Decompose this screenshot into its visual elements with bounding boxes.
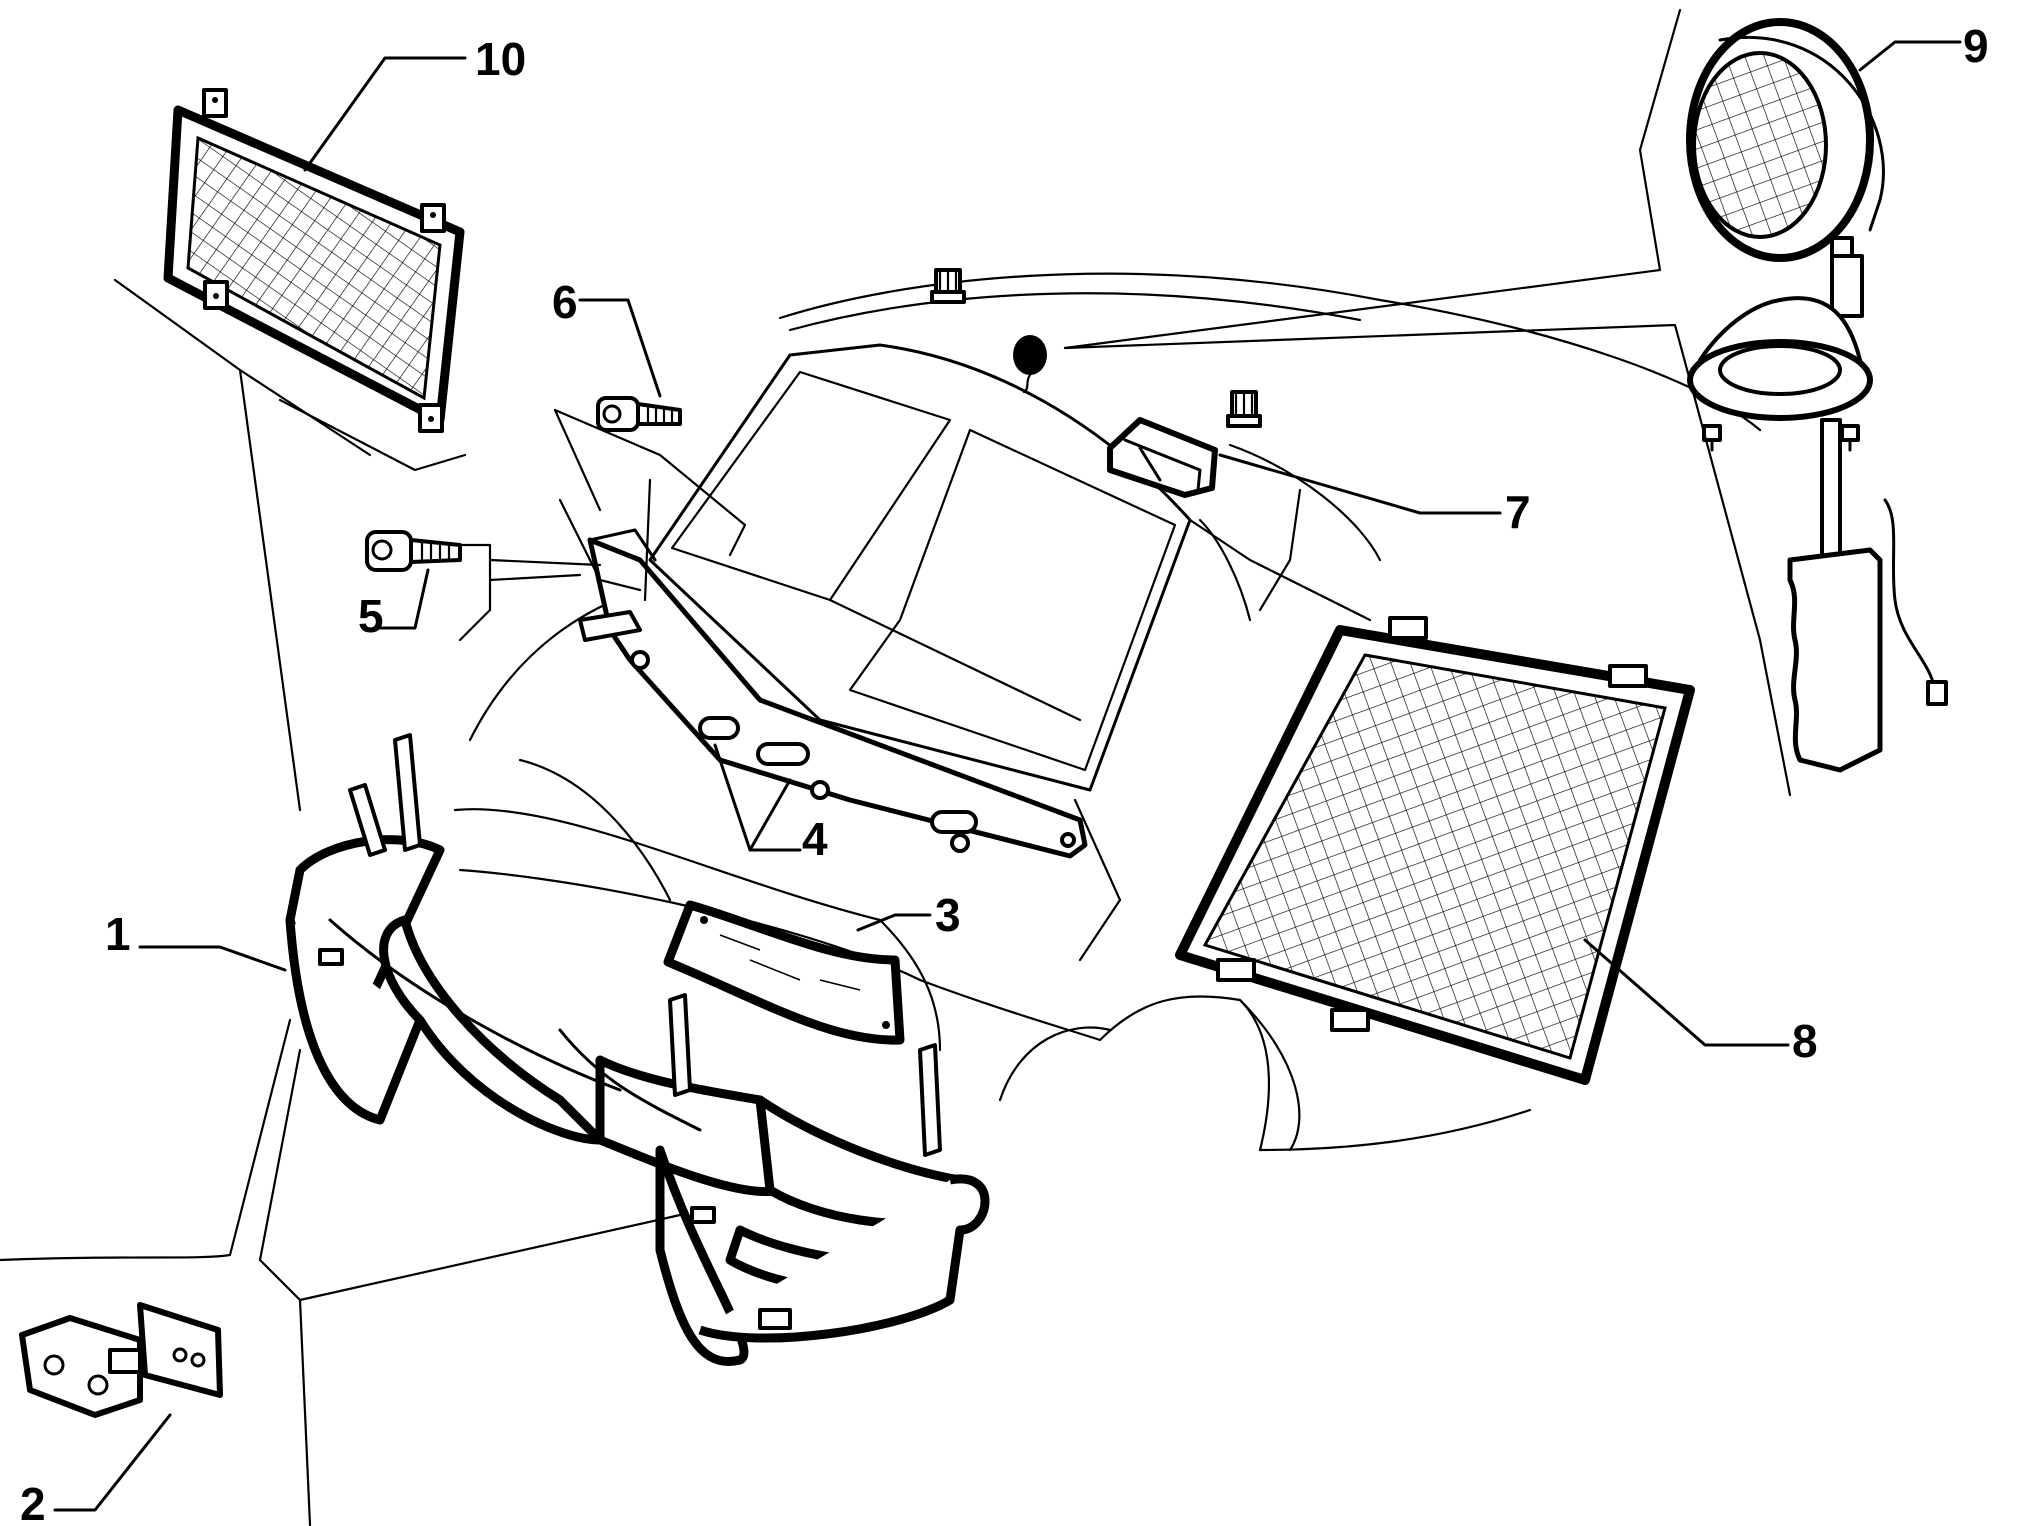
bolt-icon: [596, 396, 682, 432]
vehicle-body-outline: [453, 268, 1762, 1152]
callout-8: 8: [1792, 1015, 1818, 1067]
headlamp-protective-screen-icon: [663, 900, 905, 1045]
leader-lines: [0, 8, 1962, 1526]
callout-5: 5: [358, 590, 384, 642]
callout-9: 9: [1963, 20, 1989, 72]
washer-nozzle-icon: [578, 528, 1088, 859]
callout-labels: 10 9 6 5 7 8 4 3 1 2: [20, 20, 1989, 1526]
side-window-guard-icon: [1175, 616, 1695, 1085]
mount-bracket-icon: [1107, 417, 1218, 498]
rear-window-guard-icon: [163, 88, 465, 433]
bumper-guard-frame-icon: [285, 733, 990, 1366]
bolt-icon: [365, 530, 462, 572]
callout-4: 4: [802, 813, 828, 865]
callout-10: 10: [475, 33, 526, 85]
callout-2: 2: [20, 1478, 46, 1526]
roof-beacon-right: [1226, 390, 1262, 428]
roof-socket: [1013, 335, 1047, 394]
callout-6: 6: [552, 276, 578, 328]
mounting-bracket-icon: [19, 1302, 223, 1418]
callout-7: 7: [1505, 486, 1531, 538]
callout-3: 3: [935, 889, 961, 941]
spotlight-lamp-icon: [1686, 18, 1948, 773]
roof-beacon-left: [930, 268, 966, 304]
callout-1: 1: [105, 908, 131, 960]
